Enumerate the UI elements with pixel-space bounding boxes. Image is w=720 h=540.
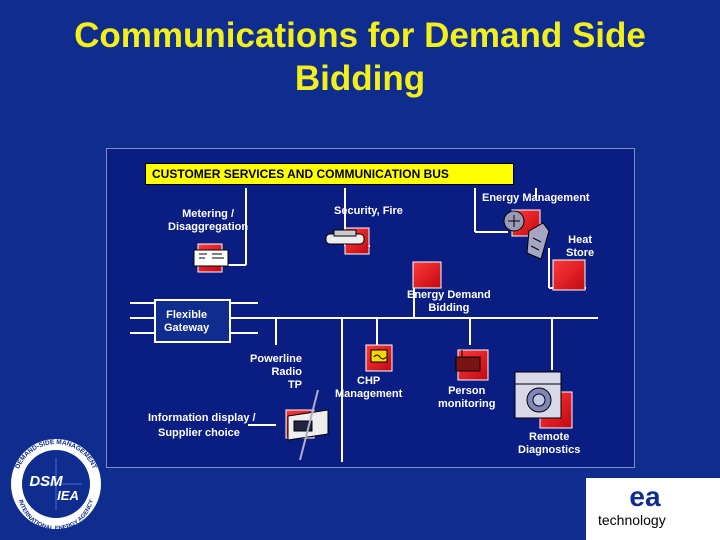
controller-icon bbox=[503, 210, 525, 232]
chp-line1: CHP bbox=[357, 375, 381, 387]
person-line1: Person bbox=[448, 385, 486, 397]
info-line1: Information display / bbox=[148, 412, 256, 424]
alarm-icon bbox=[325, 229, 365, 245]
chp-label: CHP Management bbox=[335, 375, 402, 401]
chp-icon bbox=[370, 349, 388, 363]
metering-line2: Disaggregation bbox=[168, 221, 249, 233]
powerline-line3: TP bbox=[287, 379, 302, 391]
remote-diagnostics-label: Remote Diagnostics bbox=[518, 431, 580, 457]
dsm-mark: DSM bbox=[29, 473, 63, 490]
ea-logo: ea bbox=[586, 478, 720, 540]
powerline-line2: Radio bbox=[271, 366, 302, 378]
gateway-box bbox=[154, 299, 231, 343]
heat-store-box bbox=[552, 259, 586, 291]
ea-technology-text: technology bbox=[598, 512, 666, 528]
info-line2: Supplier choice bbox=[158, 427, 240, 439]
heat-store-line1: Heat bbox=[568, 234, 592, 246]
edb-line2: Bidding bbox=[428, 302, 470, 314]
energy-demand-box bbox=[412, 261, 442, 289]
tp-pole-icon bbox=[299, 389, 319, 461]
washing-machine-icon bbox=[514, 371, 562, 419]
meter-icon bbox=[193, 249, 229, 267]
heat-store-line2: Store bbox=[566, 247, 595, 259]
chp-box bbox=[365, 344, 393, 372]
person-monitoring-label: Person monitoring bbox=[438, 385, 495, 411]
powerline-label: Powerline Radio TP bbox=[240, 353, 302, 392]
dsm-iea-logo: DSM IEA DEMAND-SIDE MANAGEMENT INTERNATI… bbox=[9, 437, 103, 532]
metering-label: Metering / Disaggregation bbox=[168, 208, 248, 234]
powerline-line1: Powerline bbox=[250, 353, 302, 365]
edb-line1: Energy Demand bbox=[407, 289, 491, 301]
energy-management-label: Energy Management bbox=[482, 192, 590, 204]
information-display-label: Information display / Supplier choice bbox=[148, 411, 256, 441]
slide-title-line2: Bidding bbox=[294, 59, 426, 98]
gateway-line1: Flexible bbox=[166, 309, 208, 321]
energy-demand-bidding-label: Energy Demand Bidding bbox=[407, 289, 491, 315]
diag-line1: Remote bbox=[529, 431, 570, 443]
gateway-line2: Gateway bbox=[164, 322, 210, 334]
metering-line1: Metering / bbox=[182, 208, 235, 220]
heat-store-label: Heat Store bbox=[566, 234, 594, 260]
flexible-gateway-label: Flexible Gateway bbox=[164, 309, 209, 335]
security-fire-label: Security, Fire bbox=[334, 205, 403, 217]
person-line2: monitoring bbox=[438, 398, 496, 410]
slide-title: Communications for Demand Side Bidding bbox=[0, 14, 720, 100]
slide-title-line1: Communications for Demand Side bbox=[74, 16, 646, 55]
chp-line2: Management bbox=[335, 388, 403, 400]
pager-icon bbox=[455, 350, 481, 372]
heat-store-icon bbox=[526, 222, 550, 260]
ea-mark: ea bbox=[629, 481, 661, 512]
iea-mark: IEA bbox=[57, 488, 79, 503]
bus-title: CUSTOMER SERVICES AND COMMUNICATION BUS bbox=[145, 163, 514, 185]
diag-line2: Diagnostics bbox=[518, 444, 581, 456]
